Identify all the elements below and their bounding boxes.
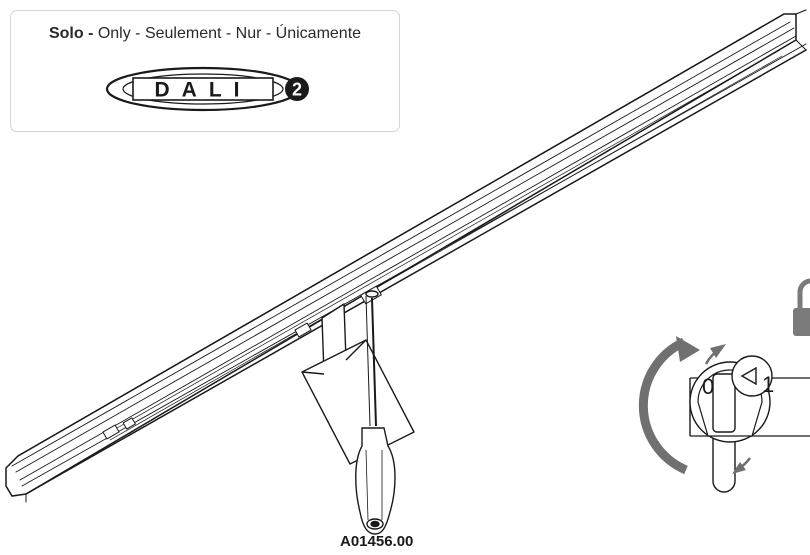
drawing-code: A01456.00 — [340, 533, 414, 550]
switch-position-off: 0 — [702, 374, 714, 399]
dali-logo-version: 2 — [292, 80, 302, 100]
compatibility-text: Solo - Only - Seulement - Nur - Únicamen… — [11, 25, 399, 43]
switch-position-on: 1 — [762, 372, 774, 397]
compatibility-box: Solo - Only - Seulement - Nur - Únicamen… — [10, 10, 400, 132]
rotary-switch-icon: 0 1 — [689, 355, 810, 493]
rotation-arrow-icon — [638, 336, 752, 475]
language-list: Only - Seulement - Nur - Únicamente — [93, 25, 362, 42]
dali-logo-text: DALI — [155, 79, 252, 102]
solo-label: Solo - — [48, 25, 94, 42]
screwdriver-icon — [355, 290, 396, 535]
dali-logo: DALI 2 — [105, 66, 309, 112]
track-rail — [5, 9, 807, 503]
driver-adapter — [301, 303, 415, 465]
padlock-icon — [793, 278, 810, 336]
